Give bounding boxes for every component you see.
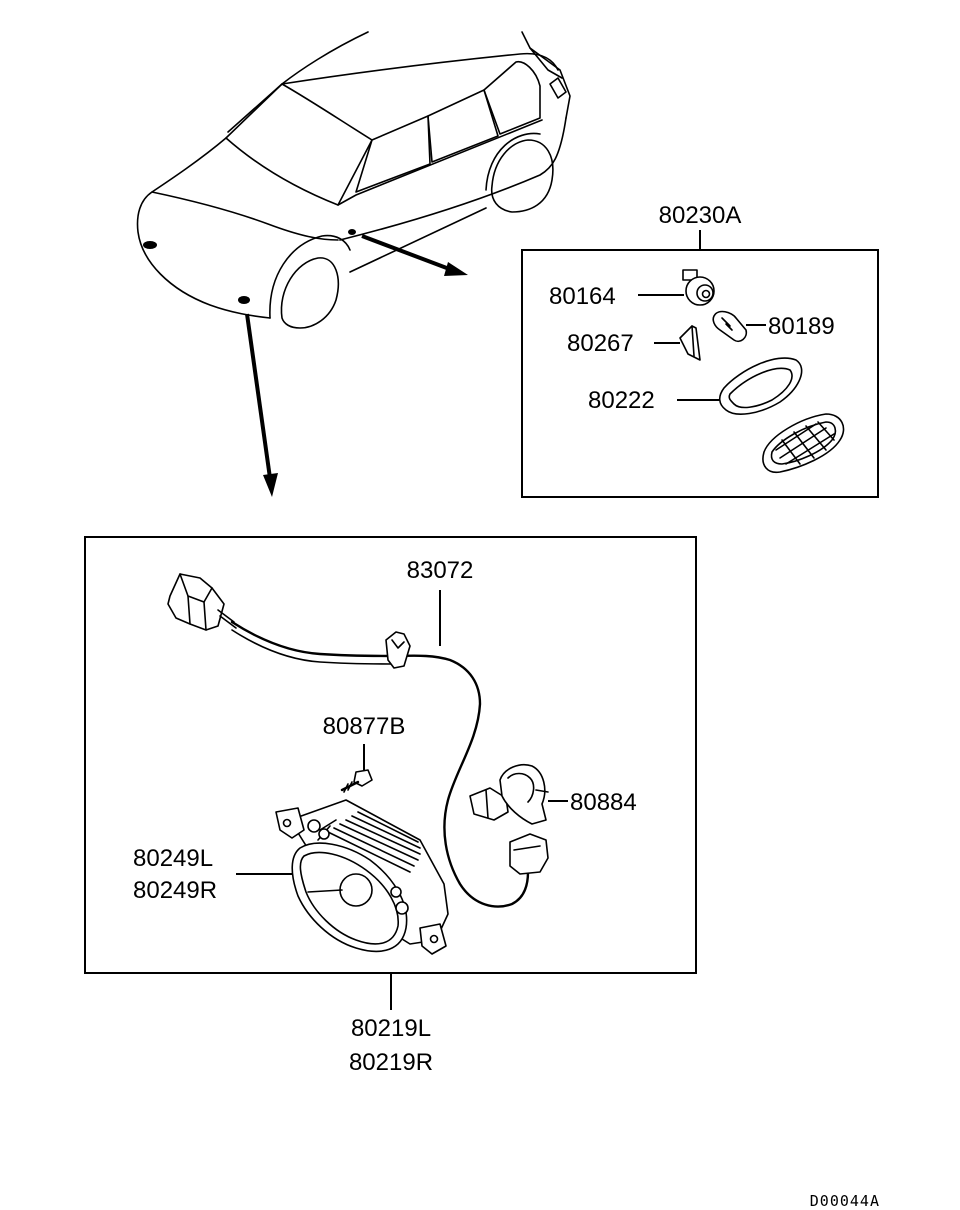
label-socket: 80164: [549, 283, 616, 310]
wedge-bulb-part: [712, 310, 748, 343]
vehicle-illustration: [136, 31, 571, 329]
label-harness: 83072: [407, 557, 474, 584]
fog-lamp-position-mark: [238, 296, 250, 304]
screw-part: [340, 769, 373, 793]
side-marker-lens-part: [762, 413, 845, 474]
label-clip: 80267: [567, 330, 634, 357]
front-lamp-mark: [143, 241, 157, 249]
label-side-marker-assembly: 80230A: [659, 202, 742, 229]
side-marker-position-mark: [348, 229, 356, 235]
fog-lamp-housing-part: [275, 799, 449, 955]
label-fog-bulb: 80884: [570, 789, 637, 816]
fog-bulb-part: [469, 764, 549, 825]
socket-part: [682, 269, 715, 306]
clip-part: [679, 325, 701, 361]
harness-part: [167, 573, 549, 908]
callout-arrows: [245, 234, 468, 497]
label-bulb-side: 80189: [768, 313, 835, 340]
arrow-head-right: [444, 262, 468, 276]
label-screw: 80877B: [323, 713, 406, 740]
label-fog-lamp-unit-right: 80249R: [133, 877, 217, 904]
label-fog-lamp-assembly-left: 80219L: [351, 1015, 431, 1042]
label-fog-lamp-unit-left: 80249L: [133, 845, 213, 872]
diagram-code: D00044A: [810, 1192, 880, 1210]
arrow-head-down: [263, 473, 278, 497]
label-fog-lamp-assembly-right: 80219R: [349, 1049, 433, 1076]
side-marker-box: 80230A 80164 80189 80267 80222: [521, 202, 879, 498]
fog-lamp-box: 80219L 80219R 83072 80877B: [84, 536, 697, 1076]
gasket-part: [718, 357, 803, 415]
label-gasket: 80222: [588, 387, 655, 414]
